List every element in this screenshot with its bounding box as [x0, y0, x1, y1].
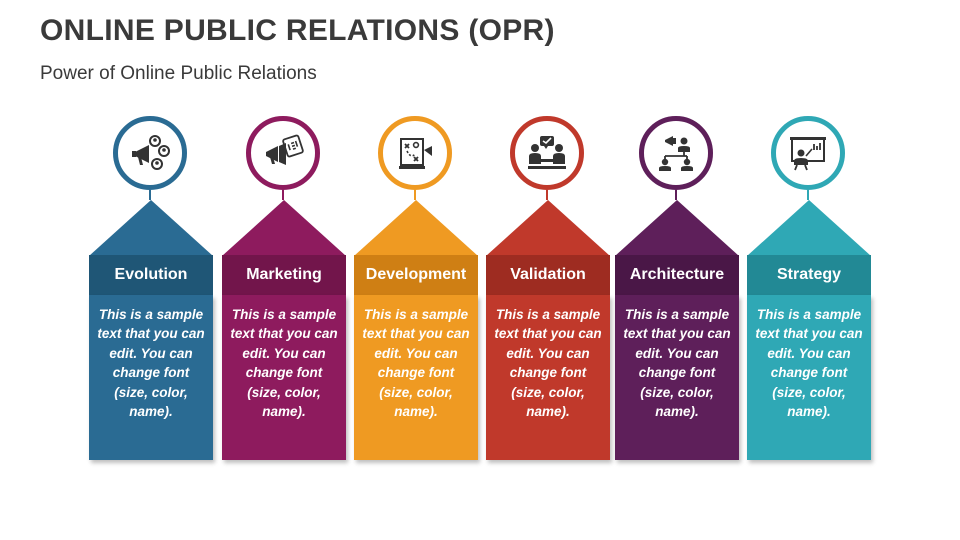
- megaphone-sale-icon: [266, 134, 304, 165]
- connector-line: [807, 190, 809, 200]
- text-card: This is a sample text that you can edit.…: [89, 295, 213, 460]
- text-card: This is a sample text that you can edit.…: [615, 295, 739, 460]
- connector-line: [414, 190, 416, 200]
- icon-ring: [246, 116, 320, 190]
- page-subtitle: Power of Online Public Relations: [40, 63, 317, 84]
- connector-line: [675, 190, 677, 200]
- arrow-roof: [747, 200, 871, 256]
- card-text: This is a sample text that you can edit.…: [494, 307, 602, 420]
- card-text: This is a sample text that you can edit.…: [623, 307, 731, 420]
- megaphone-people-icon: [132, 135, 170, 170]
- column-architecture: Architecture This is a sample text that …: [615, 112, 739, 462]
- strategy-board-icon: [399, 138, 432, 169]
- meeting-people-icon: [528, 136, 566, 169]
- text-card: This is a sample text that you can edit.…: [747, 295, 871, 460]
- arrow-roof: [89, 200, 213, 256]
- column-label: Development: [354, 255, 478, 295]
- text-card: This is a sample text that you can edit.…: [354, 295, 478, 460]
- column-development: Development This is a sample text that y…: [354, 112, 478, 462]
- icon-ring: [771, 116, 845, 190]
- connector-line: [149, 190, 151, 200]
- column-label: Strategy: [747, 255, 871, 295]
- column-validation: Validation This is a sample text that yo…: [486, 112, 610, 462]
- connector-line: [282, 190, 284, 200]
- column-label: Marketing: [222, 255, 346, 295]
- presentation-board-icon: [790, 137, 826, 171]
- column-evolution: Evolution This is a sample text that you…: [89, 112, 213, 462]
- page-title: ONLINE PUBLIC RELATIONS (OPR): [40, 14, 555, 47]
- icon-ring: [510, 116, 584, 190]
- arrow-roof: [354, 200, 478, 256]
- arrow-roof: [615, 200, 739, 256]
- arrow-roof: [486, 200, 610, 256]
- text-card: This is a sample text that you can edit.…: [222, 295, 346, 460]
- hierarchy-icon: [659, 136, 693, 171]
- card-text: This is a sample text that you can edit.…: [755, 307, 863, 420]
- card-text: This is a sample text that you can edit.…: [230, 307, 338, 420]
- text-card: This is a sample text that you can edit.…: [486, 295, 610, 460]
- icon-ring: [378, 116, 452, 190]
- column-marketing: Marketing This is a sample text that you…: [222, 112, 346, 462]
- card-text: This is a sample text that you can edit.…: [362, 307, 470, 420]
- connector-line: [546, 190, 548, 200]
- icon-ring: [113, 116, 187, 190]
- column-label: Validation: [486, 255, 610, 295]
- card-text: This is a sample text that you can edit.…: [97, 307, 205, 420]
- arrow-roof: [222, 200, 346, 256]
- column-label: Evolution: [89, 255, 213, 295]
- column-label: Architecture: [615, 255, 739, 295]
- icon-ring: [639, 116, 713, 190]
- column-strategy: Strategy This is a sample text that you …: [747, 112, 871, 462]
